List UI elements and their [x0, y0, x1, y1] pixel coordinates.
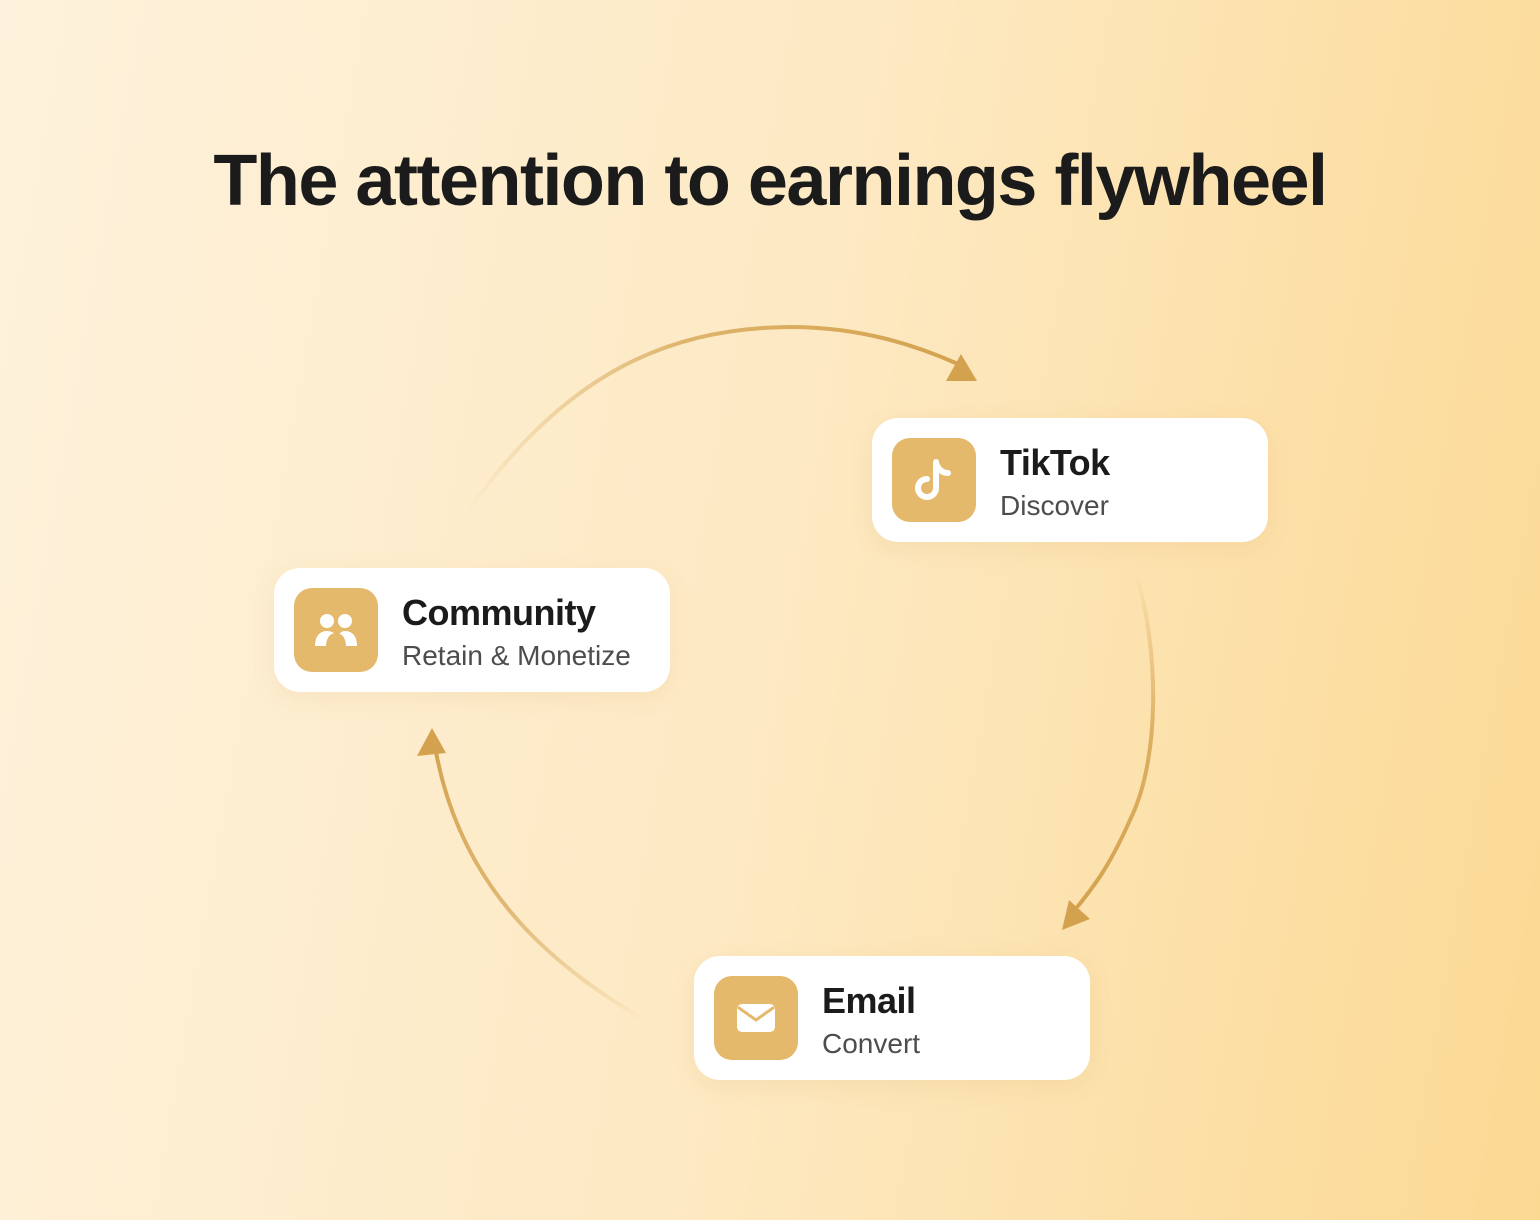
envelope-icon-box	[714, 976, 798, 1060]
arrowhead	[946, 354, 977, 381]
node-email: Email Convert	[694, 956, 1090, 1080]
node-title: Email	[822, 980, 916, 1021]
arrow-email-to-community	[417, 728, 650, 1024]
arrowhead	[1062, 900, 1090, 930]
tiktok-icon	[915, 459, 951, 500]
tiktok-icon-box	[892, 438, 976, 522]
arrowhead	[417, 728, 446, 756]
node-subtitle: Discover	[1000, 490, 1109, 521]
node-title: Community	[402, 592, 596, 633]
people-icon-box	[294, 588, 378, 672]
envelope-icon	[737, 1004, 775, 1032]
node-community: Community Retain & Monetize	[274, 568, 670, 692]
node-subtitle: Convert	[822, 1028, 921, 1059]
arrow-community-to-tiktok	[463, 324, 977, 517]
people-icon	[315, 614, 357, 647]
arrow-tiktok-to-email	[1062, 568, 1156, 930]
node-title: TikTok	[1000, 442, 1110, 483]
node-tiktok: TikTok Discover	[872, 418, 1268, 542]
page-title: The attention to earnings flywheel	[213, 141, 1328, 221]
node-subtitle: Retain & Monetize	[402, 640, 631, 671]
